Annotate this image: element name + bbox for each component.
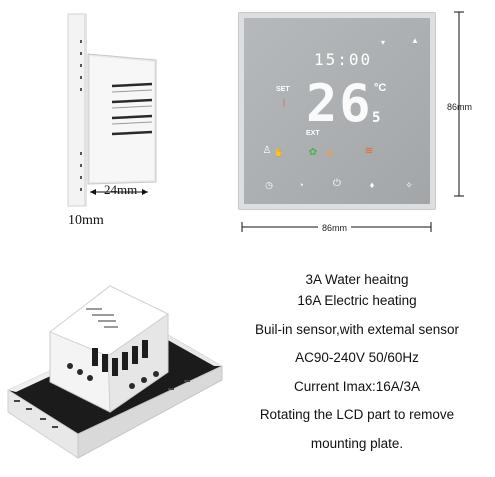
clock-display: 15:00	[314, 50, 373, 69]
thickness-dimension-label: 10mm	[68, 213, 104, 228]
side-profile-illustration	[67, 13, 157, 207]
temperature-unit: °C	[374, 82, 387, 94]
side-view: 24mm 10mm	[60, 12, 180, 228]
glass-screen: ▾ ▲ 15:00 SET ❘ 26 °C 5 EXT ♙ ✋ ✿ ⊞ ≋ ◷ …	[244, 18, 430, 204]
spec-line-rotating: Rotating the LCD part to remove	[259, 407, 455, 422]
front-view: ▾ ▲ 15:00 SET ❘ 26 °C 5 EXT ♙ ✋ ✿ ⊞ ≋ ◷ …	[238, 11, 472, 233]
width-dimension-label: 86mm	[318, 223, 352, 233]
height-dimension-label: 86mm	[447, 102, 473, 112]
down-button-icon[interactable]: ♦	[369, 180, 375, 190]
valve-icon: ⊞	[326, 148, 334, 158]
heating-icon: ≋	[364, 145, 374, 157]
clock-button-icon[interactable]: ◷	[265, 180, 273, 190]
spec-line-sensor: Buil-in sensor,with extemal sensor	[254, 322, 460, 337]
depth-dimension-label: 24mm	[104, 182, 138, 197]
thermometer-icon: ❘	[280, 98, 288, 107]
height-dimension-line	[454, 11, 464, 197]
thermostat-panel: ▾ ▲ 15:00 SET ❘ 26 °C 5 EXT ♙ ✋ ✿ ⊞ ≋ ◷ …	[238, 12, 436, 210]
up-button-icon[interactable]: ✧	[405, 180, 413, 190]
mounting-base-illustration	[7, 285, 223, 459]
temperature-display: 26	[306, 74, 373, 134]
spec-line-current: Current Imax:16A/3A	[293, 379, 421, 394]
wifi-icon: ▾	[380, 38, 385, 47]
spec-line-electric-heating: 16A Electric heating	[297, 293, 417, 308]
temperature-decimal: 5	[372, 110, 381, 126]
eco-leaf-icon: ✿	[308, 147, 318, 158]
spec-line-water-heating: 3A Water heaitng	[305, 272, 409, 287]
ext-label: EXT	[306, 130, 320, 137]
back-view	[0, 262, 230, 472]
lock-icon: ▲	[411, 36, 419, 45]
timer-button-icon[interactable]: ◔	[298, 180, 304, 190]
set-label: SET	[276, 86, 290, 93]
spec-line-mounting-plate: mounting plate.	[310, 436, 404, 451]
hand-icon: ✋	[274, 148, 284, 157]
person-icon: ♙	[262, 145, 272, 156]
spec-line-voltage: AC90-240V 50/60Hz	[295, 350, 419, 365]
power-button-icon[interactable]: ⏻	[333, 178, 341, 189]
